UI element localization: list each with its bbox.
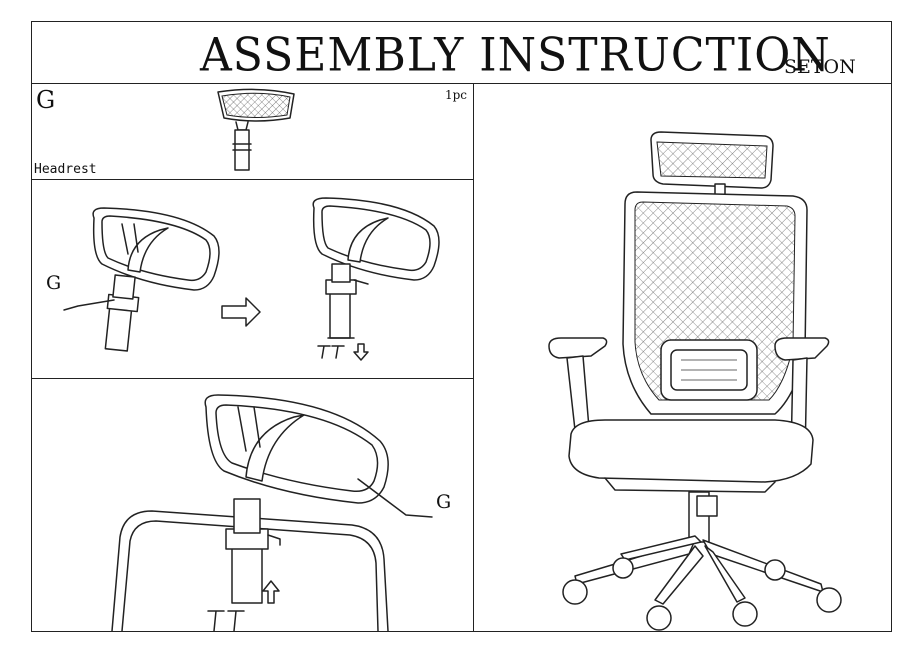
step-1-callout-g: G <box>46 272 62 294</box>
screw-icon <box>207 610 245 632</box>
part-letter: G <box>36 86 56 114</box>
step-1-drawing <box>63 197 440 361</box>
screw-icon <box>317 345 345 359</box>
part-name: Headrest <box>34 162 97 177</box>
step-1-panel: G <box>32 180 473 379</box>
instruction-sheet: ASSEMBLY INSTRUCTION SETON G 1pc Headres… <box>31 21 892 632</box>
hollow-up-arrow-icon <box>262 580 280 604</box>
assembled-chair-drawing <box>548 131 842 631</box>
headrest-part-drawing <box>217 88 295 171</box>
hollow-down-arrow-icon <box>353 343 369 361</box>
hollow-right-arrow-icon <box>221 297 261 327</box>
panel-divider <box>473 84 474 631</box>
parts-panel: G 1pc Headrest <box>32 84 473 180</box>
part-quantity: 1pc <box>444 88 467 102</box>
assembled-chair-panel <box>475 84 891 631</box>
page-title: ASSEMBLY INSTRUCTION <box>200 28 831 83</box>
title-row: ASSEMBLY INSTRUCTION SETON <box>32 22 891 84</box>
step-2-callout-g: G <box>436 491 452 513</box>
brand-name: SETON <box>784 56 856 78</box>
step-2-drawing <box>111 394 433 632</box>
step-2-panel: G <box>32 379 473 632</box>
